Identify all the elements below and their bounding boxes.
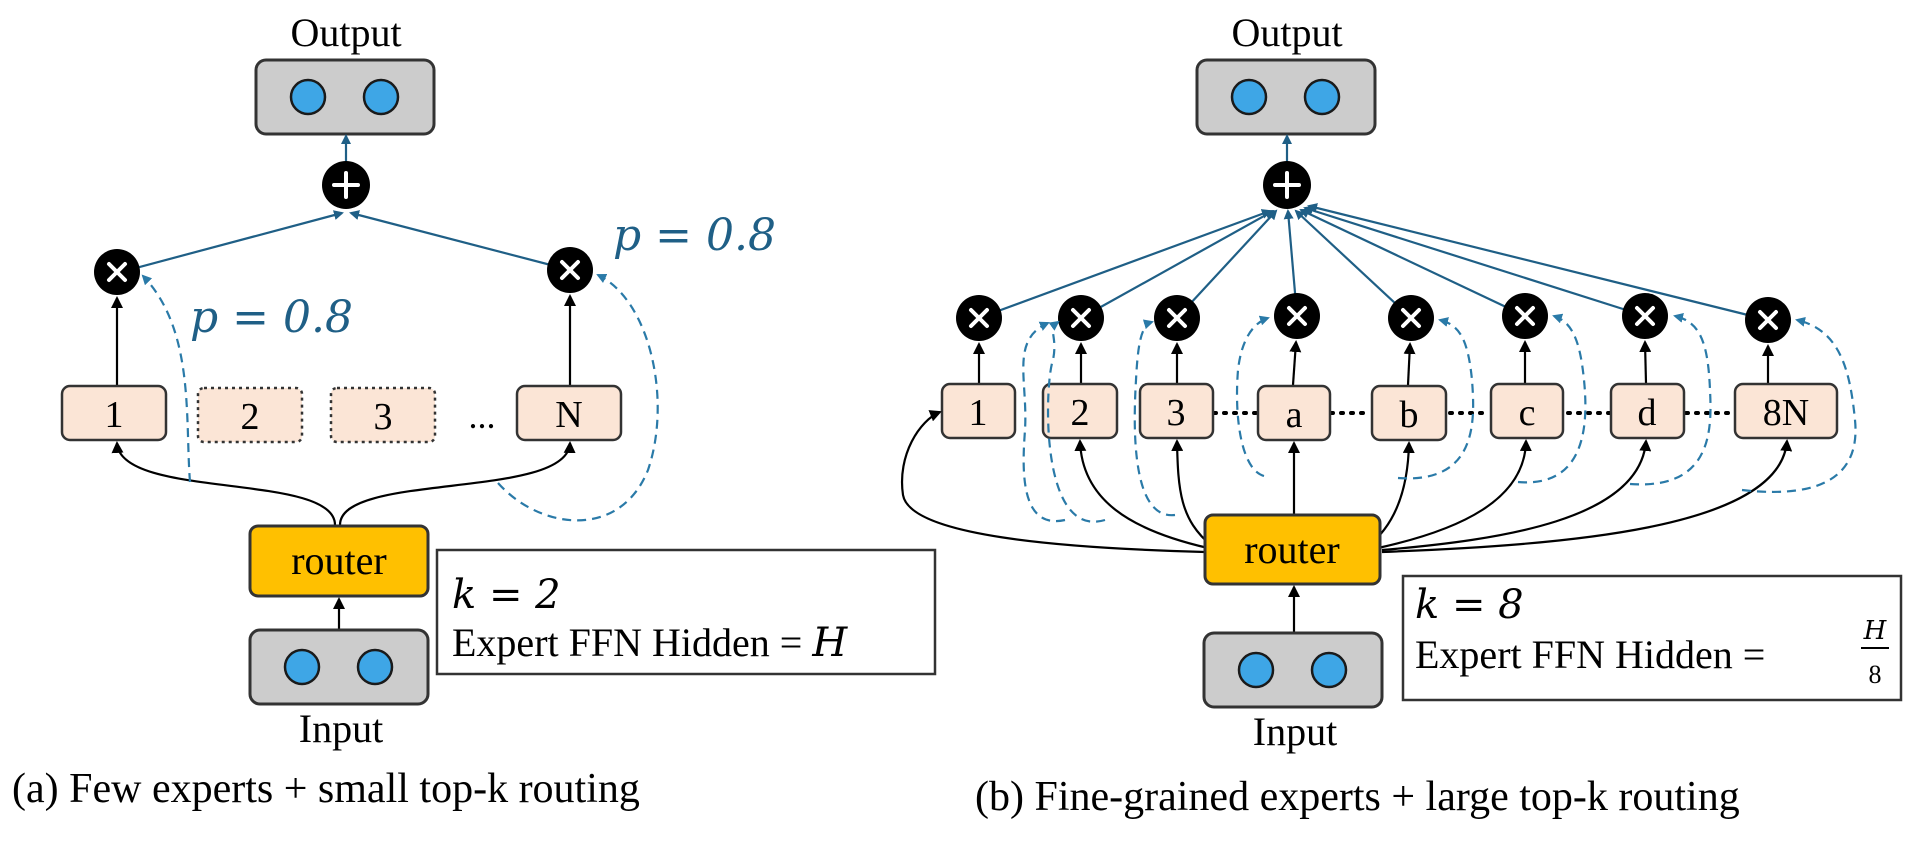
input-token	[283, 648, 321, 686]
panel-b-expert: b	[1370, 384, 1448, 442]
panel-a-multiply-icon	[94, 249, 140, 295]
panel-a-hidden-text: Expert FFN Hidden = H	[452, 620, 848, 666]
output-token	[289, 78, 327, 116]
panel-b-multiply-icon	[1745, 297, 1791, 343]
panel-b-k-text: k = 8	[1415, 582, 1524, 628]
panel-a-expert-inactive: 3	[329, 386, 437, 444]
panel-a-output-node	[254, 58, 436, 136]
panel-b-expert: d	[1609, 382, 1686, 440]
svg-text:2: 2	[1071, 392, 1090, 434]
panel-b-plus-icon	[1263, 161, 1311, 209]
svg-text:1: 1	[969, 392, 988, 434]
panel-a-router: router	[248, 524, 430, 598]
svg-text:d: d	[1638, 392, 1657, 434]
panel-a-input-node	[248, 628, 430, 706]
panel-b-expert: c	[1489, 382, 1565, 440]
output-token	[362, 78, 400, 116]
panel-b-expert: 3	[1138, 382, 1215, 440]
panel-a-expert: 1	[60, 384, 168, 442]
output-token	[1303, 78, 1341, 116]
panel-a-ellipsis: ...	[469, 396, 496, 436]
panel-b-expert: 1	[940, 382, 1017, 440]
svg-text:3: 3	[1167, 392, 1186, 434]
panel-a-output-label: Output	[290, 10, 401, 55]
panel-b: Output	[900, 10, 1903, 820]
panel-b-output-node	[1195, 58, 1377, 136]
panel-b-input-label: Input	[1253, 709, 1337, 754]
panel-b-router-arrows	[900, 410, 1793, 554]
panel-b-multiply-icon	[1058, 295, 1104, 341]
panel-b-caption: (b) Fine-grained experts + large top-k r…	[975, 774, 1740, 820]
panel-b-expert: 8N	[1733, 382, 1839, 440]
panel-b-multiply-icon	[1154, 295, 1200, 341]
svg-text:8N: 8N	[1763, 392, 1809, 434]
panel-b-expert: 2	[1041, 382, 1119, 440]
svg-text:2: 2	[241, 396, 260, 438]
panel-b-expert-out-arrows	[973, 340, 1774, 386]
panel-a-plus-icon	[322, 161, 370, 209]
panel-b-multiply-icon	[956, 295, 1002, 341]
output-token	[1230, 78, 1268, 116]
panel-b-hidden-den: 8	[1869, 660, 1882, 689]
panel-a-prob-right: p = 0.8	[613, 210, 776, 261]
svg-text:N: N	[555, 394, 582, 436]
panel-a-info-box: k = 2 Expert FFN Hidden = H	[435, 548, 937, 676]
panel-b-prob-loops	[1022, 313, 1857, 523]
svg-text:a: a	[1286, 394, 1303, 436]
panel-b-output-label: Output	[1231, 10, 1342, 55]
panel-b-input-node	[1202, 631, 1384, 709]
panel-a-expert-inactive: 2	[196, 386, 304, 444]
panel-b-hidden-num: H	[1863, 616, 1888, 646]
panel-a-prob-left: p = 0.8	[190, 292, 353, 343]
svg-text:router: router	[291, 538, 387, 583]
panel-a-caption: (a) Few experts + small top-k routing	[12, 766, 640, 812]
input-token	[1310, 651, 1348, 689]
panel-b-multiply-icon	[1388, 295, 1434, 341]
panel-a-multiply-icon	[547, 247, 593, 293]
panel-b-info-box: k = 8 Expert FFN Hidden = H 8	[1401, 574, 1903, 702]
panel-b-multiply-icon	[1274, 293, 1320, 339]
svg-text:c: c	[1519, 392, 1536, 434]
input-token	[356, 648, 394, 686]
panel-a-k-text: k = 2	[452, 572, 561, 618]
svg-text:1: 1	[105, 394, 124, 436]
panel-b-hidden-text: Expert FFN Hidden =	[1415, 632, 1765, 677]
panel-b-expert: a	[1256, 384, 1332, 442]
input-token	[1237, 651, 1275, 689]
svg-text:b: b	[1400, 394, 1419, 436]
panel-b-multiply-icon	[1622, 293, 1668, 339]
panel-b-router: router	[1203, 513, 1382, 586]
svg-text:3: 3	[374, 396, 393, 438]
svg-text:router: router	[1244, 527, 1340, 572]
panel-a: Output p = 0.8 p = 0.8	[12, 10, 937, 812]
panel-a-input-label: Input	[299, 706, 383, 751]
panel-b-multiply-icon	[1502, 293, 1548, 339]
panel-a-expert: N	[515, 384, 623, 442]
